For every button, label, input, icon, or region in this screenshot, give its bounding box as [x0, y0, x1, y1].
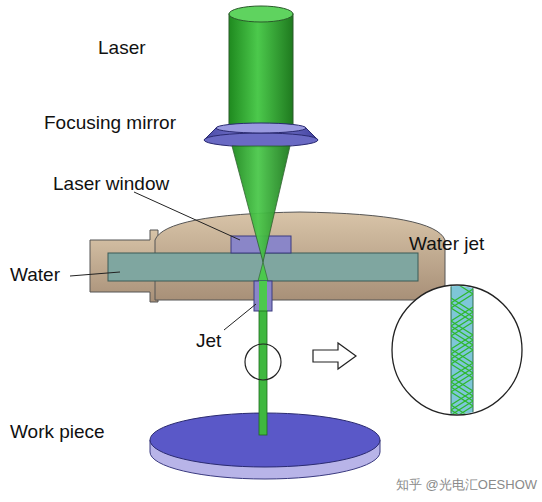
part-label: Laser — [98, 37, 146, 59]
magnified-view-label: Water jet — [409, 233, 484, 255]
part-label: Jet — [196, 330, 221, 352]
part-label: Focusing mirror — [44, 112, 176, 134]
part-label: Laser window — [53, 173, 169, 195]
light-path — [451, 307, 473, 419]
watermark: 知乎 @光电汇OESHOW — [396, 478, 537, 493]
part-label: Water — [10, 264, 60, 286]
part-label: Work piece — [10, 421, 105, 443]
light-path — [451, 280, 473, 420]
light-path — [451, 298, 473, 420]
